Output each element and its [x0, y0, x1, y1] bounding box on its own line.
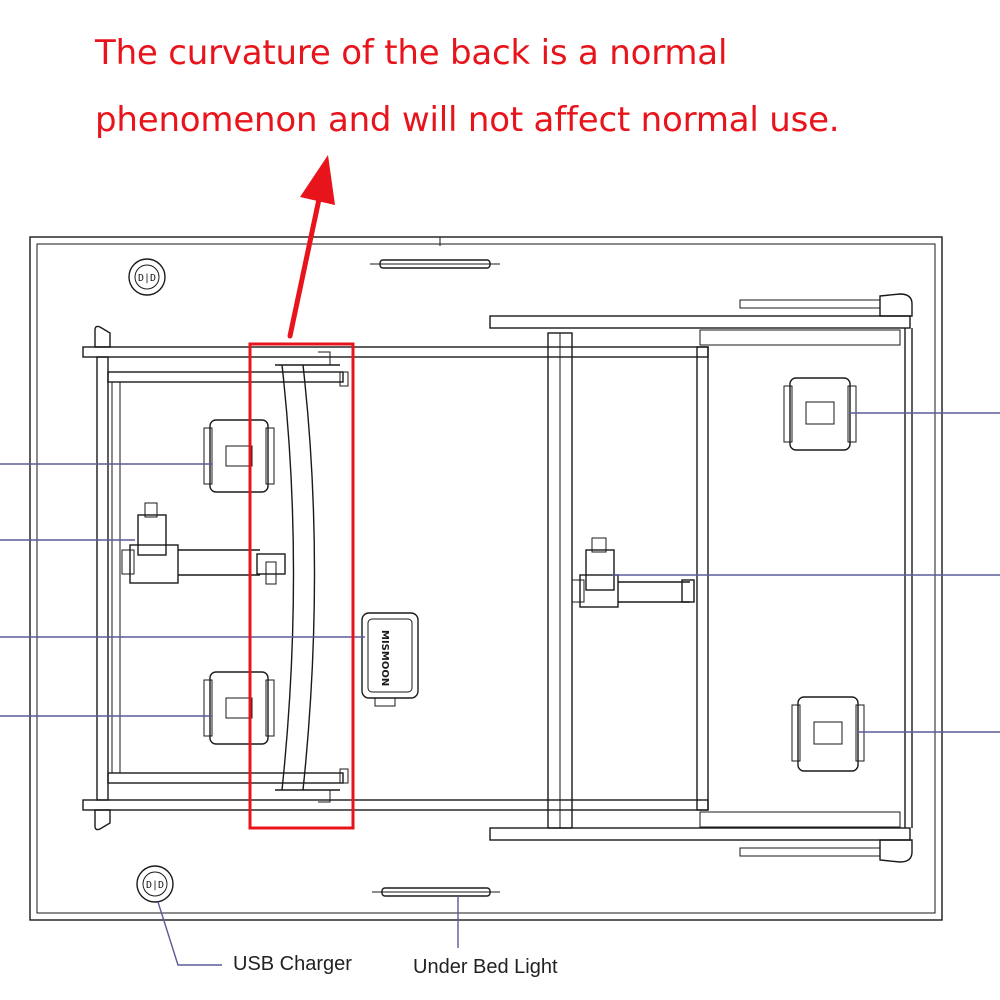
usb-charger-label: USB Charger — [233, 953, 352, 975]
middle-beam — [547, 332, 573, 829]
curved-crossbar — [275, 351, 349, 803]
control-box: MISMOON — [361, 612, 419, 707]
massage-motor-3 — [783, 377, 857, 451]
lift-motor-right — [571, 537, 695, 608]
controller-brand-text: MISMOON — [379, 630, 390, 686]
under-bed-light-bottom — [372, 887, 500, 897]
svg-text:D|D: D|D — [138, 273, 156, 284]
under-bed-light-label: Under Bed Light — [413, 956, 558, 978]
head-section-frame — [96, 356, 344, 801]
massage-motor-2 — [203, 671, 275, 745]
usb-port-bottom: D|D — [136, 865, 174, 903]
outer-frame — [29, 236, 943, 921]
leader-lines — [0, 412, 1000, 966]
side-rails — [82, 315, 913, 841]
massage-motor-1 — [203, 419, 275, 493]
highlight-box — [248, 342, 355, 830]
under-bed-light-top — [370, 259, 500, 269]
massage-motor-4 — [791, 696, 865, 772]
svg-text:D|D: D|D — [146, 880, 164, 891]
lift-motor-left — [121, 502, 286, 585]
usb-port-top: D|D — [128, 258, 166, 296]
red-arrow — [287, 155, 335, 339]
annotation-line-2: phenomenon and will not affect normal us… — [95, 100, 840, 140]
annotation-line-1: The curvature of the back is a normal — [95, 33, 728, 73]
